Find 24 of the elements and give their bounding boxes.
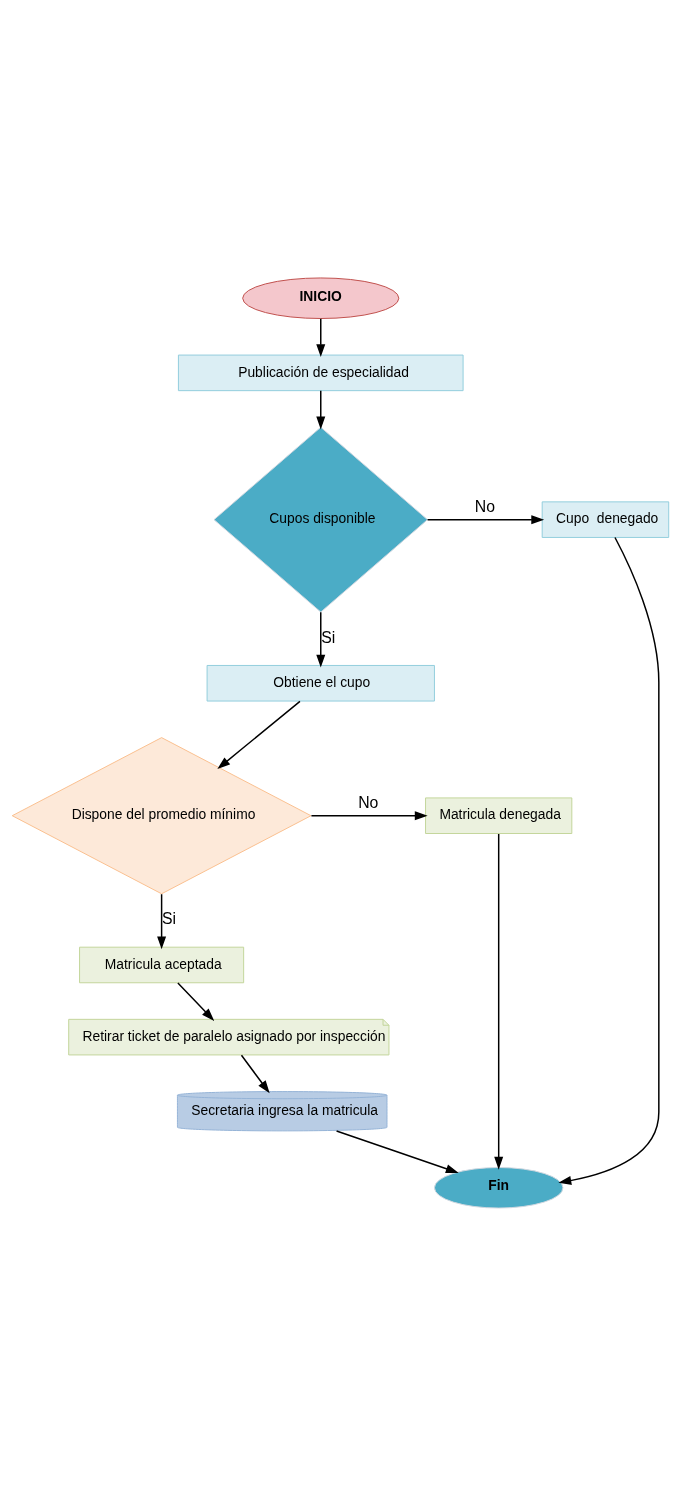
arrow xyxy=(335,1129,459,1173)
arrow xyxy=(558,536,660,1185)
arrow xyxy=(177,981,215,1021)
edge-label: Si xyxy=(162,909,177,927)
node-diamond: Dispone del promedio mínimo xyxy=(11,736,312,894)
arrow xyxy=(316,317,326,357)
arrow xyxy=(494,832,504,1170)
edge-label: Si xyxy=(321,628,336,646)
arrow xyxy=(310,810,428,820)
node-box: Matricula denegada xyxy=(425,796,573,834)
edge-label: No xyxy=(358,793,379,811)
arrow xyxy=(240,1054,270,1093)
edge-label: No xyxy=(474,497,495,515)
arrow xyxy=(217,700,301,769)
node-box: Matricula aceptada xyxy=(79,946,245,983)
node-box: Publicación de especialidad xyxy=(177,354,464,391)
arrow xyxy=(426,514,545,524)
node-box: Cupo denegado xyxy=(541,500,670,538)
node-ellipse: INICIO xyxy=(242,276,400,319)
arrow xyxy=(316,389,326,429)
node-box: Obtiene el cupo xyxy=(206,664,435,702)
node-diamond: Cupos disponible xyxy=(213,426,428,613)
arrow xyxy=(316,611,326,668)
arrow xyxy=(157,893,167,949)
